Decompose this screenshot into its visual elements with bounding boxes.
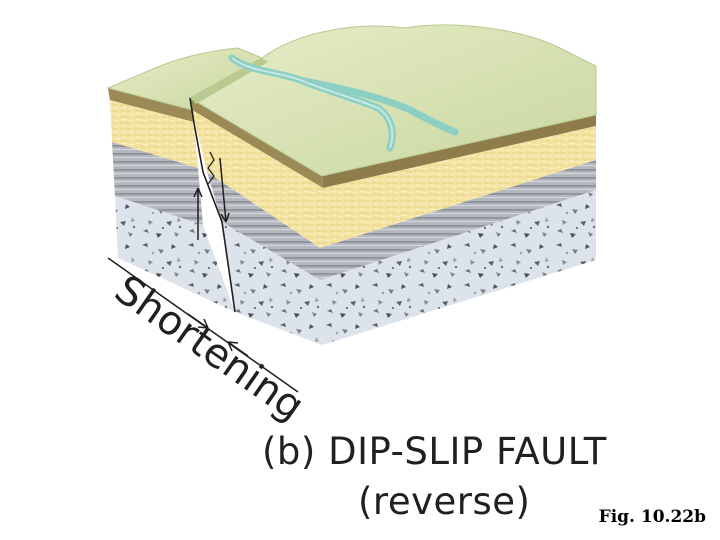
caption-subtitle: (reverse) (358, 480, 530, 523)
caption-title: (b) DIP-SLIP FAULT (262, 430, 607, 473)
figure-label: Fig. 10.22b (599, 507, 706, 527)
